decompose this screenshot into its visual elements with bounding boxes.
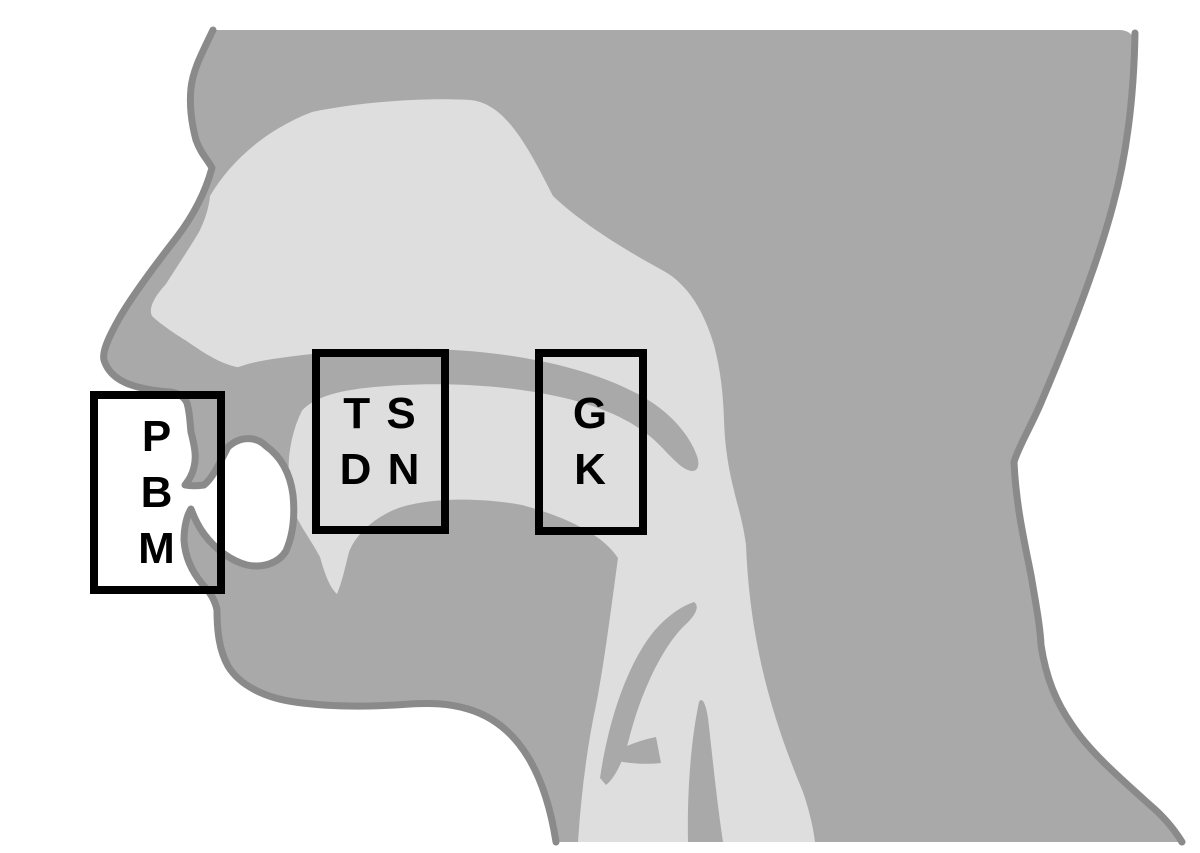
velar-letter: K (574, 445, 608, 494)
head-back-outline (1010, 29, 1186, 846)
alveolar-box: T S D N (312, 349, 449, 534)
bilabial-letter: P (141, 411, 174, 461)
bilabial-letter: B (140, 467, 175, 517)
alveolar-letters: T S (343, 388, 418, 438)
face-profile-outline (100, 26, 560, 846)
epiglottis-flap (600, 602, 697, 785)
bilabial-letter: M (138, 523, 177, 573)
alveolar-letters: D N (339, 444, 422, 494)
velar-letter: G (572, 389, 610, 438)
bilabial-box: P B M (90, 391, 225, 594)
palate-velum-band (196, 348, 699, 471)
vocal-fold-wedge (604, 737, 661, 764)
velar-box: G K (535, 349, 647, 535)
larynx-strip (687, 699, 723, 842)
